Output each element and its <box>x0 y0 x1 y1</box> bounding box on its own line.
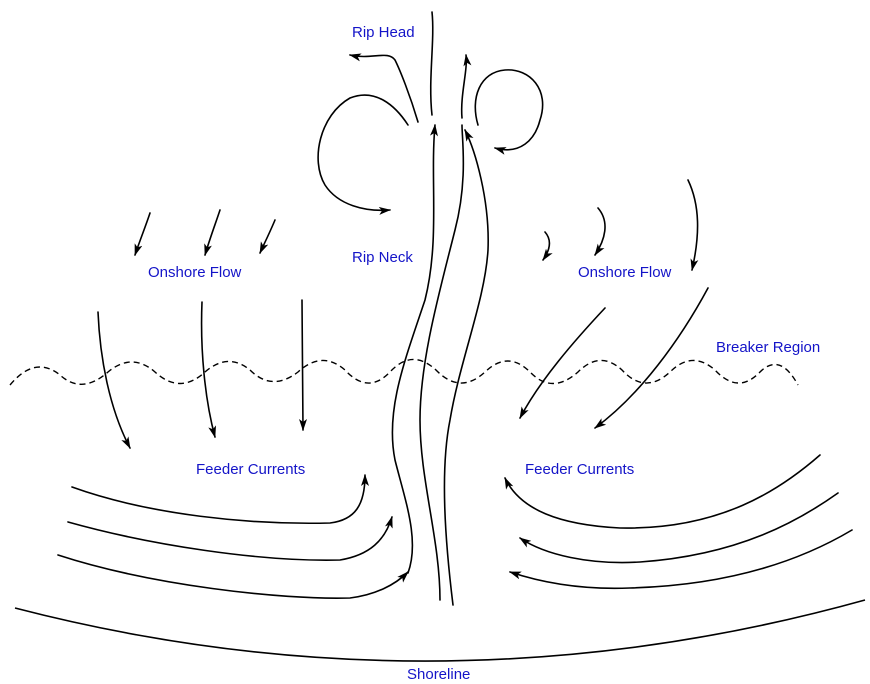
rip-neck-line-1 <box>391 124 438 574</box>
onshore-flow-right-arrow-2 <box>594 287 709 429</box>
onshore-arrow-right-2 <box>594 207 606 256</box>
rip-neck-line-3 <box>443 129 489 606</box>
rip-head-eddy-left <box>317 94 409 215</box>
onshore-arrow-left-1 <box>134 212 151 256</box>
onshore-flow-left-arrow-1 <box>97 311 131 449</box>
onshore-flow-left-label: Onshore Flow <box>148 264 242 281</box>
rip-head-eddy-right <box>474 69 544 155</box>
feeder-currents-right-label: Feeder Currents <box>525 461 635 478</box>
onshore-flow-right-label: Onshore Flow <box>578 264 672 281</box>
rip-neck-label: Rip Neck <box>352 249 413 266</box>
onshore-flow-left-arrow-3 <box>298 299 307 431</box>
rip-head-plume-left <box>349 53 419 123</box>
feeder-current-right-3 <box>509 529 853 590</box>
breaker-region-wave <box>9 358 799 386</box>
shoreline-curve <box>14 599 866 662</box>
feeder-current-left-1 <box>71 474 369 525</box>
breaker-region-label: Breaker Region <box>716 339 821 356</box>
onshore-flow-left-arrow-2 <box>200 301 216 438</box>
feeder-current-left-2 <box>67 516 393 561</box>
feeder-current-right-1 <box>504 454 821 529</box>
onshore-arrow-left-2 <box>204 209 221 256</box>
feeder-current-left-3 <box>57 554 409 599</box>
rip-neck-line-2 <box>419 124 465 601</box>
onshore-flow-right-arrow-1 <box>519 307 606 419</box>
feeder-current-right-2 <box>519 492 839 564</box>
shoreline-label: Shoreline <box>407 666 471 683</box>
feeder-currents-left-label: Feeder Currents <box>196 461 306 478</box>
onshore-arrow-right-1 <box>542 231 553 261</box>
onshore-arrow-right-3 <box>687 179 699 271</box>
rip-head-plume-mid <box>460 54 472 119</box>
rip-head-label: Rip Head <box>352 24 415 41</box>
onshore-arrow-left-3 <box>259 219 276 254</box>
rip-head-plume-up <box>429 11 434 116</box>
